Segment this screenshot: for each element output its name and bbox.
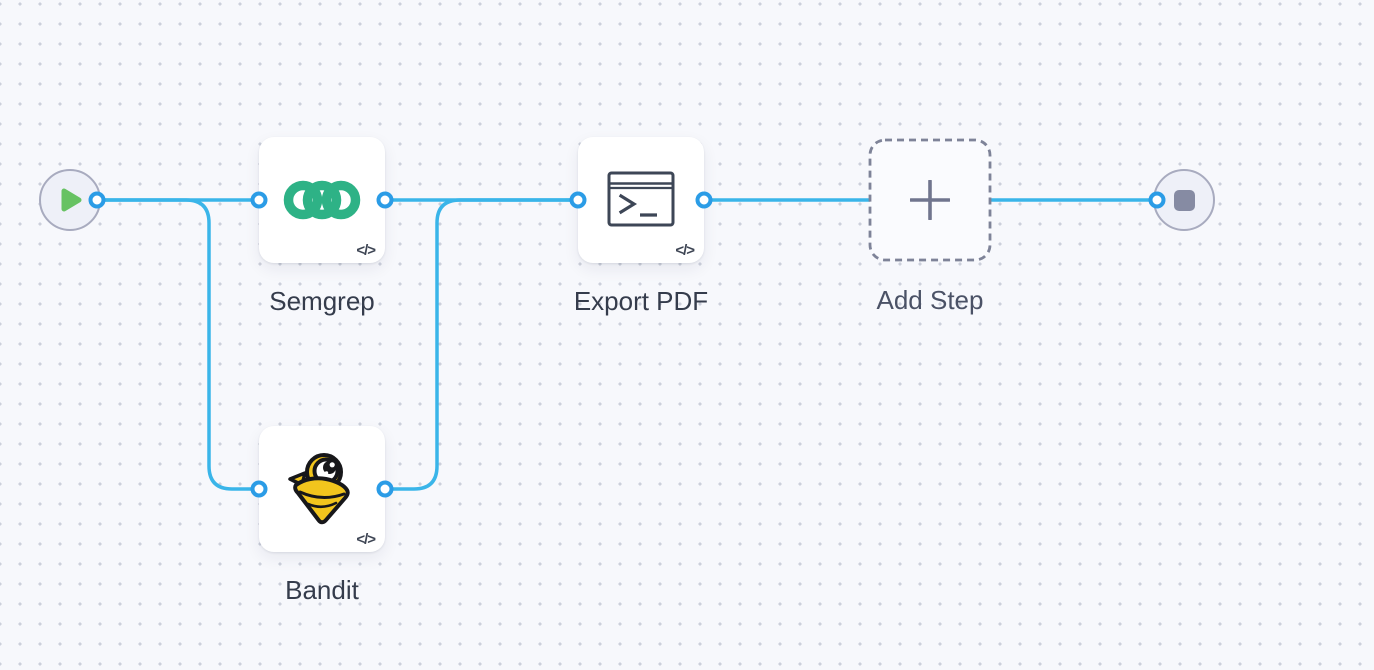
bandit-node-label: Bandit xyxy=(285,575,359,605)
semgrep-node[interactable]: </> xyxy=(259,137,385,263)
export-pdf-input-port[interactable] xyxy=(569,191,587,209)
export-pdf-node-label: Export PDF xyxy=(573,286,709,316)
semgrep-output-port[interactable] xyxy=(376,191,394,209)
semgrep-node-label: Semgrep xyxy=(269,286,375,316)
terminal-icon xyxy=(607,171,675,227)
play-icon xyxy=(61,188,82,212)
add-step-label: Add Step xyxy=(876,285,984,315)
semgrep-rings-logo-icon xyxy=(283,180,361,220)
semgrep-input-port[interactable] xyxy=(250,191,268,209)
bandit-input-port[interactable] xyxy=(250,480,268,498)
bandit-node[interactable]: </> xyxy=(259,426,385,552)
bandit-bird-logo-icon xyxy=(288,453,350,525)
edge-start-bandit[interactable] xyxy=(97,198,259,491)
bandit-output-port[interactable] xyxy=(376,480,394,498)
edge-bandit-export[interactable] xyxy=(385,198,578,491)
stop-icon xyxy=(1173,189,1195,211)
end-input-port[interactable] xyxy=(1148,191,1166,209)
add-step-node[interactable] xyxy=(868,138,992,262)
export-pdf-node[interactable]: </> xyxy=(578,137,704,263)
code-badge-icon: </> xyxy=(356,242,376,259)
code-badge-icon: </> xyxy=(356,531,376,548)
plus-icon xyxy=(910,180,950,220)
export-pdf-output-port[interactable] xyxy=(695,191,713,209)
code-badge-icon: </> xyxy=(675,242,695,259)
start-output-port[interactable] xyxy=(88,191,106,209)
